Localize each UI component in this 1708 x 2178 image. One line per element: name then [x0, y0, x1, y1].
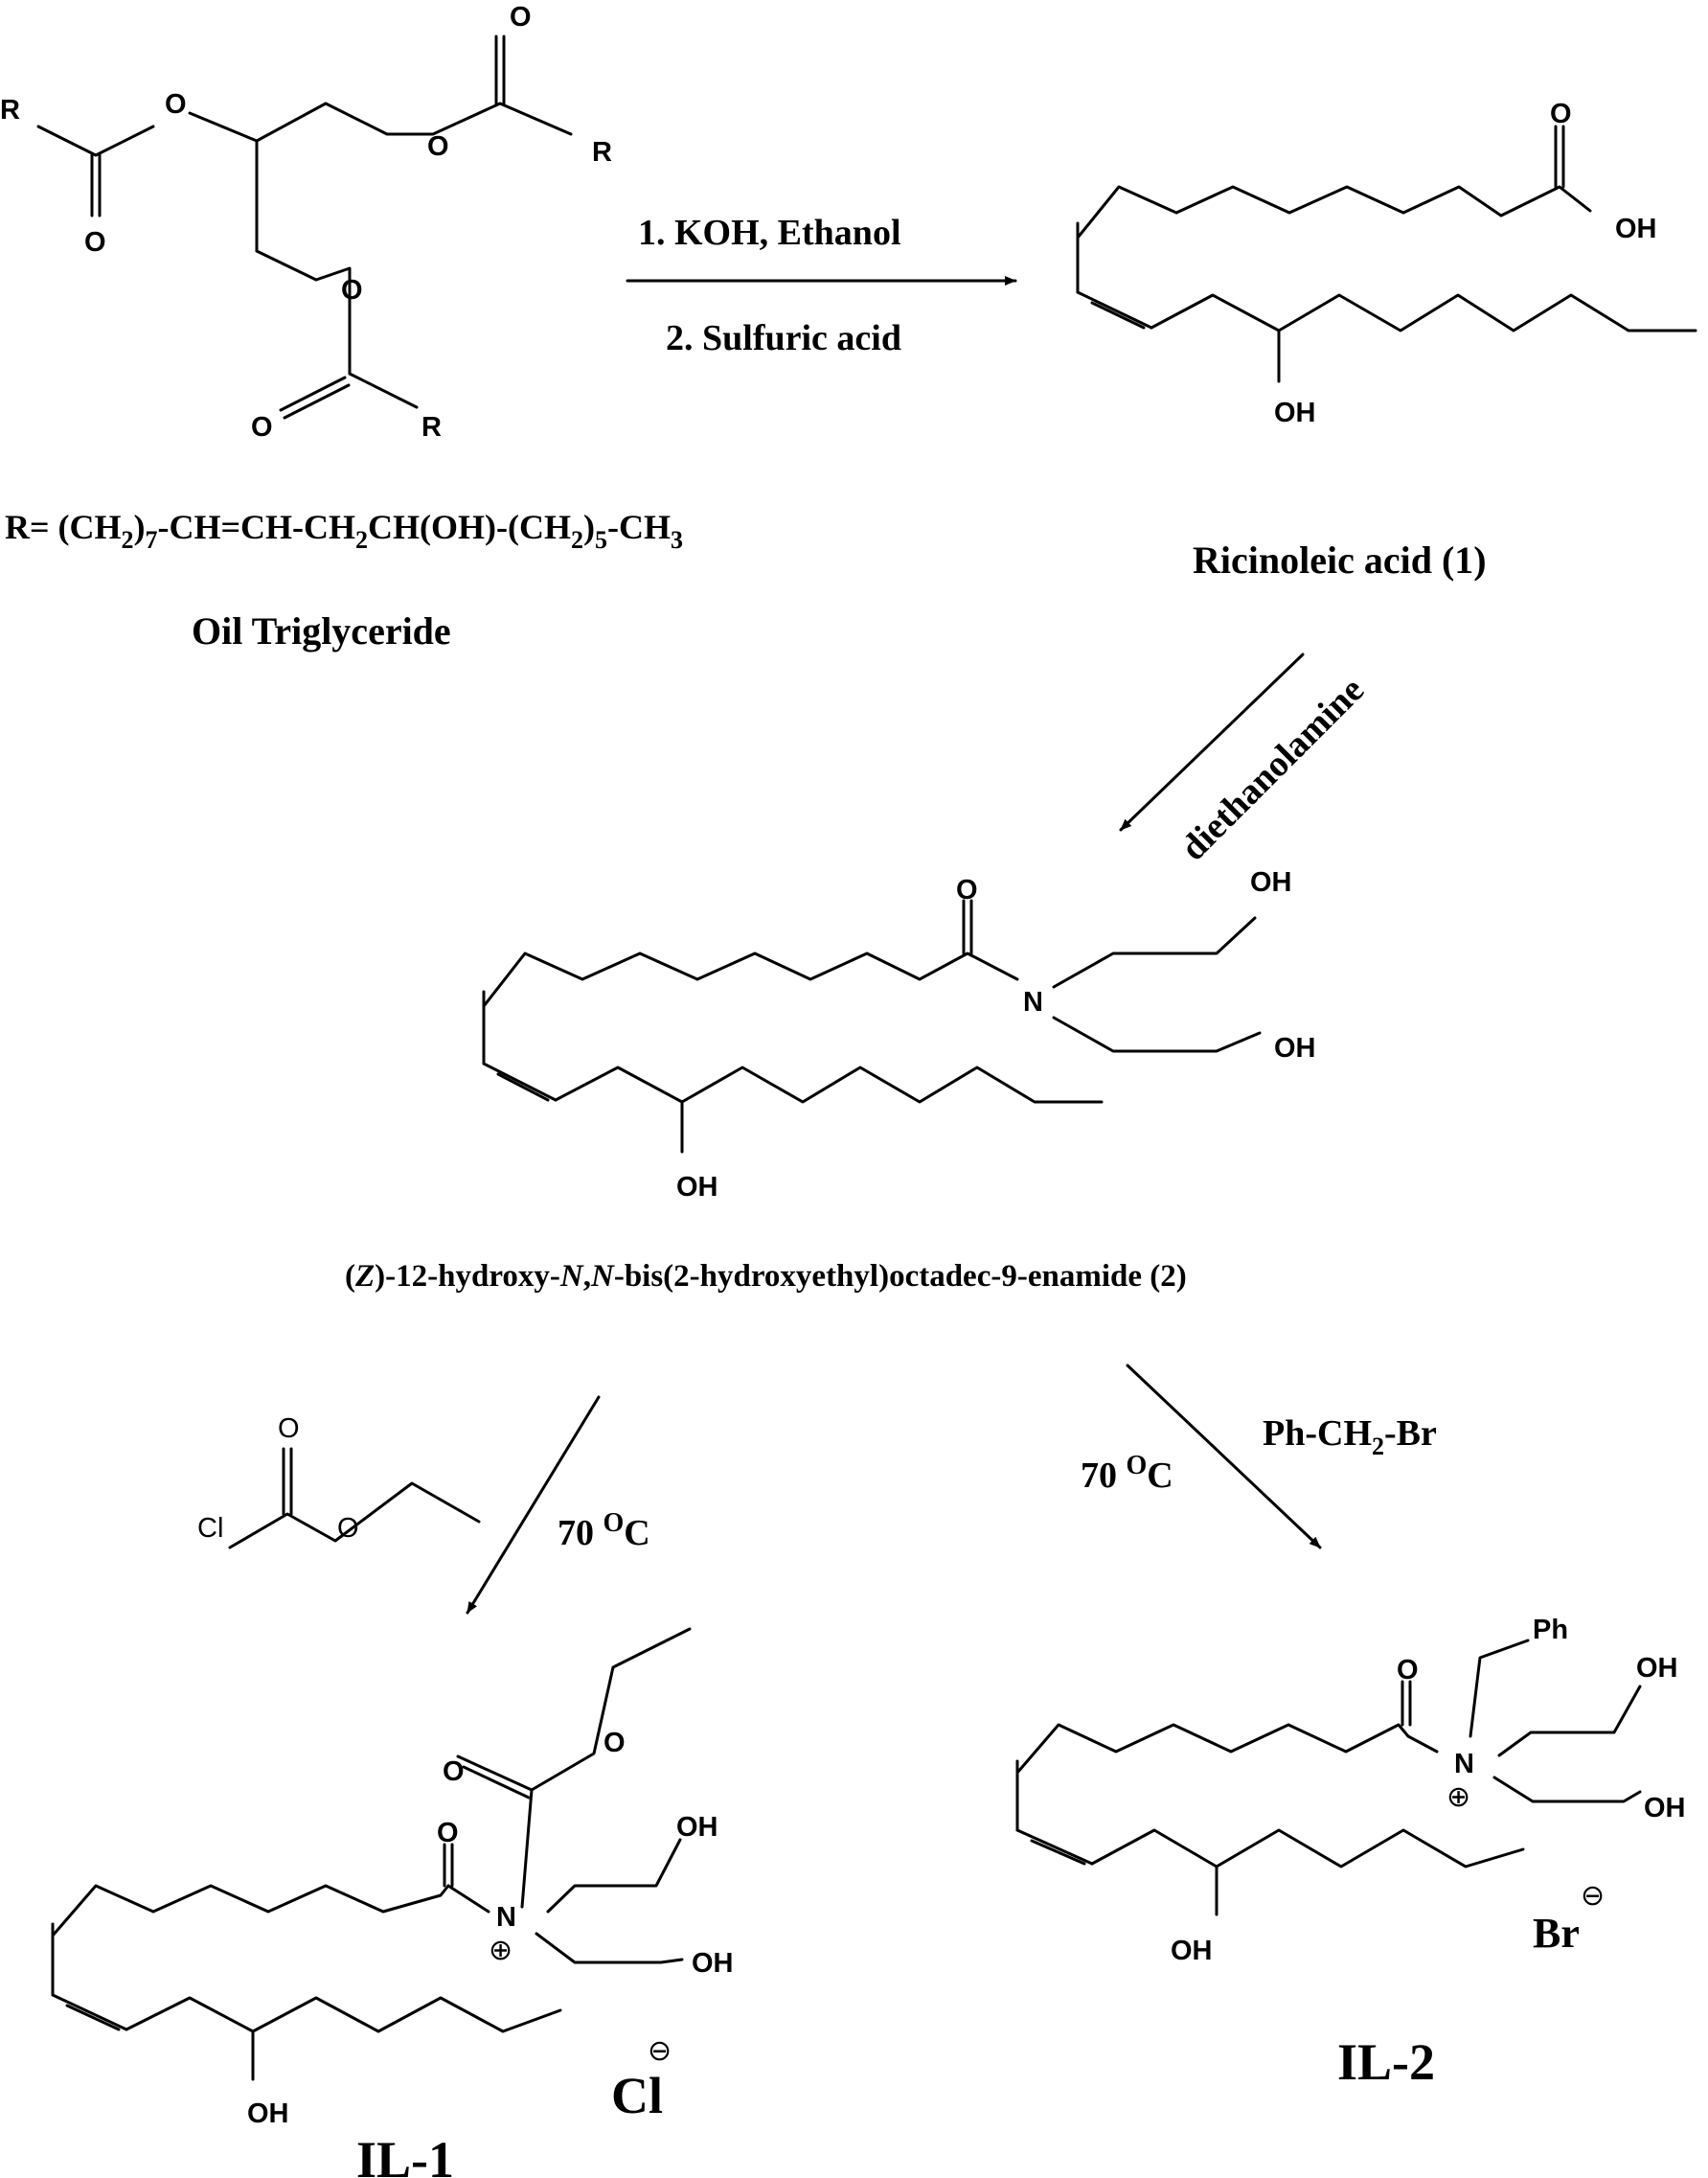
il2-counterion: Br: [1533, 1910, 1580, 1957]
step4-reagent-label: Ph-CH2-Br: [1263, 1413, 1437, 1460]
ricinoleic-acid-oh-atom: OH: [1615, 214, 1657, 244]
il2-oh-atom-1: OH: [1636, 1653, 1678, 1684]
enamide-carbonyl-o-atom: O: [956, 875, 978, 906]
step4-arrow: [1126, 1364, 1322, 1549]
enamide-oh-atom-2: OH: [1274, 1033, 1316, 1064]
triglyceride-o-atom-5: O: [341, 275, 363, 306]
ricinoleic-acid-label: Ricinoleic acid (1): [1193, 539, 1487, 582]
il1-oh-atom-2: OH: [692, 1948, 734, 1979]
il1-oh-atom-1: OH: [676, 1812, 718, 1843]
il1-label: IL-1: [356, 2131, 454, 2178]
il1-ether-o-atom: O: [603, 1728, 626, 1758]
il1-counterion: Cl: [611, 2067, 663, 2124]
il1-carbonyl-o-atom: O: [437, 1818, 459, 1848]
step4-temperature: 70 OC: [1081, 1451, 1173, 1496]
r-group-definition: R= (CH2)7-CH=CH-CH2CH(OH)-(CH2)5-CH3: [5, 508, 683, 554]
triglyceride-o-atom-6: O: [251, 412, 273, 443]
il1-carbamate-o-atom: O: [443, 1756, 465, 1787]
il2-n-atom: N: [1454, 1749, 1474, 1779]
step3-temperature: 70 OC: [558, 1508, 650, 1553]
triglyceride-o-atom-3: O: [427, 131, 449, 162]
triglyceride-r-atom-1: R: [0, 95, 20, 126]
triglyceride-label: Oil Triglyceride: [192, 609, 451, 653]
step3-arrow: [466, 1395, 601, 1615]
triglyceride-r-atom-3: R: [421, 412, 442, 443]
ricinoleic-acid-structure: O OH OH: [1076, 99, 1697, 428]
il2-plus-charge: ⊕: [1446, 1780, 1470, 1814]
chloroformate-cl-atom: Cl: [197, 1513, 223, 1544]
ricinoleic-hydroxyl-oh-atom: OH: [1274, 398, 1316, 428]
step2-reagent-label: diethanolamine: [1173, 670, 1372, 868]
triglyceride-structure: R O O O O R O O R: [0, 2, 612, 443]
enamide-label: (Z)-12-hydroxy-N,N-bis(2-hydroxyethyl)oc…: [345, 1259, 1187, 1294]
enamide-structure: N O OH OH OH: [482, 867, 1316, 1203]
il2-carbonyl-o-atom: O: [1397, 1655, 1419, 1685]
il1-plus-charge: ⊕: [489, 1934, 512, 1967]
enamide-n-atom: N: [1023, 987, 1043, 1018]
ricinoleic-carbonyl-o-atom: O: [1550, 99, 1572, 129]
il2-ph-group: Ph: [1533, 1615, 1568, 1645]
il2-minus-charge: ⊖: [1581, 1879, 1605, 1913]
step1-condition-2: 2. Sulfuric acid: [666, 318, 901, 358]
chloroformate-carbonyl-o-atom: O: [278, 1413, 300, 1444]
step1-condition-1: 1. KOH, Ethanol: [638, 213, 901, 253]
il1-minus-charge: ⊖: [648, 2034, 672, 2068]
il1-hydroxyl-oh-atom: OH: [247, 2098, 289, 2129]
triglyceride-r-atom-2: R: [592, 137, 612, 168]
triglyceride-o-atom-1: O: [165, 89, 187, 120]
il2-structure: N ⊕ O Ph OH OH OH: [1015, 1615, 1686, 1966]
il2-hydroxyl-oh-atom: OH: [1171, 1936, 1213, 1966]
triglyceride-o-atom-2: O: [84, 227, 106, 258]
il1-n-atom: N: [496, 1902, 516, 1933]
il1-structure: N ⊕ O O O OH OH OH: [51, 1627, 734, 2129]
enamide-hydroxyl-oh-atom: OH: [676, 1172, 718, 1203]
step2-arrow: [1119, 653, 1305, 832]
il2-oh-atom-2: OH: [1644, 1793, 1686, 1823]
il2-label: IL-2: [1337, 2033, 1435, 2091]
triglyceride-o-atom-4: O: [510, 2, 532, 33]
ethyl-chloroformate-structure: Cl O O: [197, 1413, 481, 1549]
enamide-oh-atom-1: OH: [1250, 867, 1292, 898]
chloroformate-ether-o-atom: O: [337, 1513, 359, 1544]
